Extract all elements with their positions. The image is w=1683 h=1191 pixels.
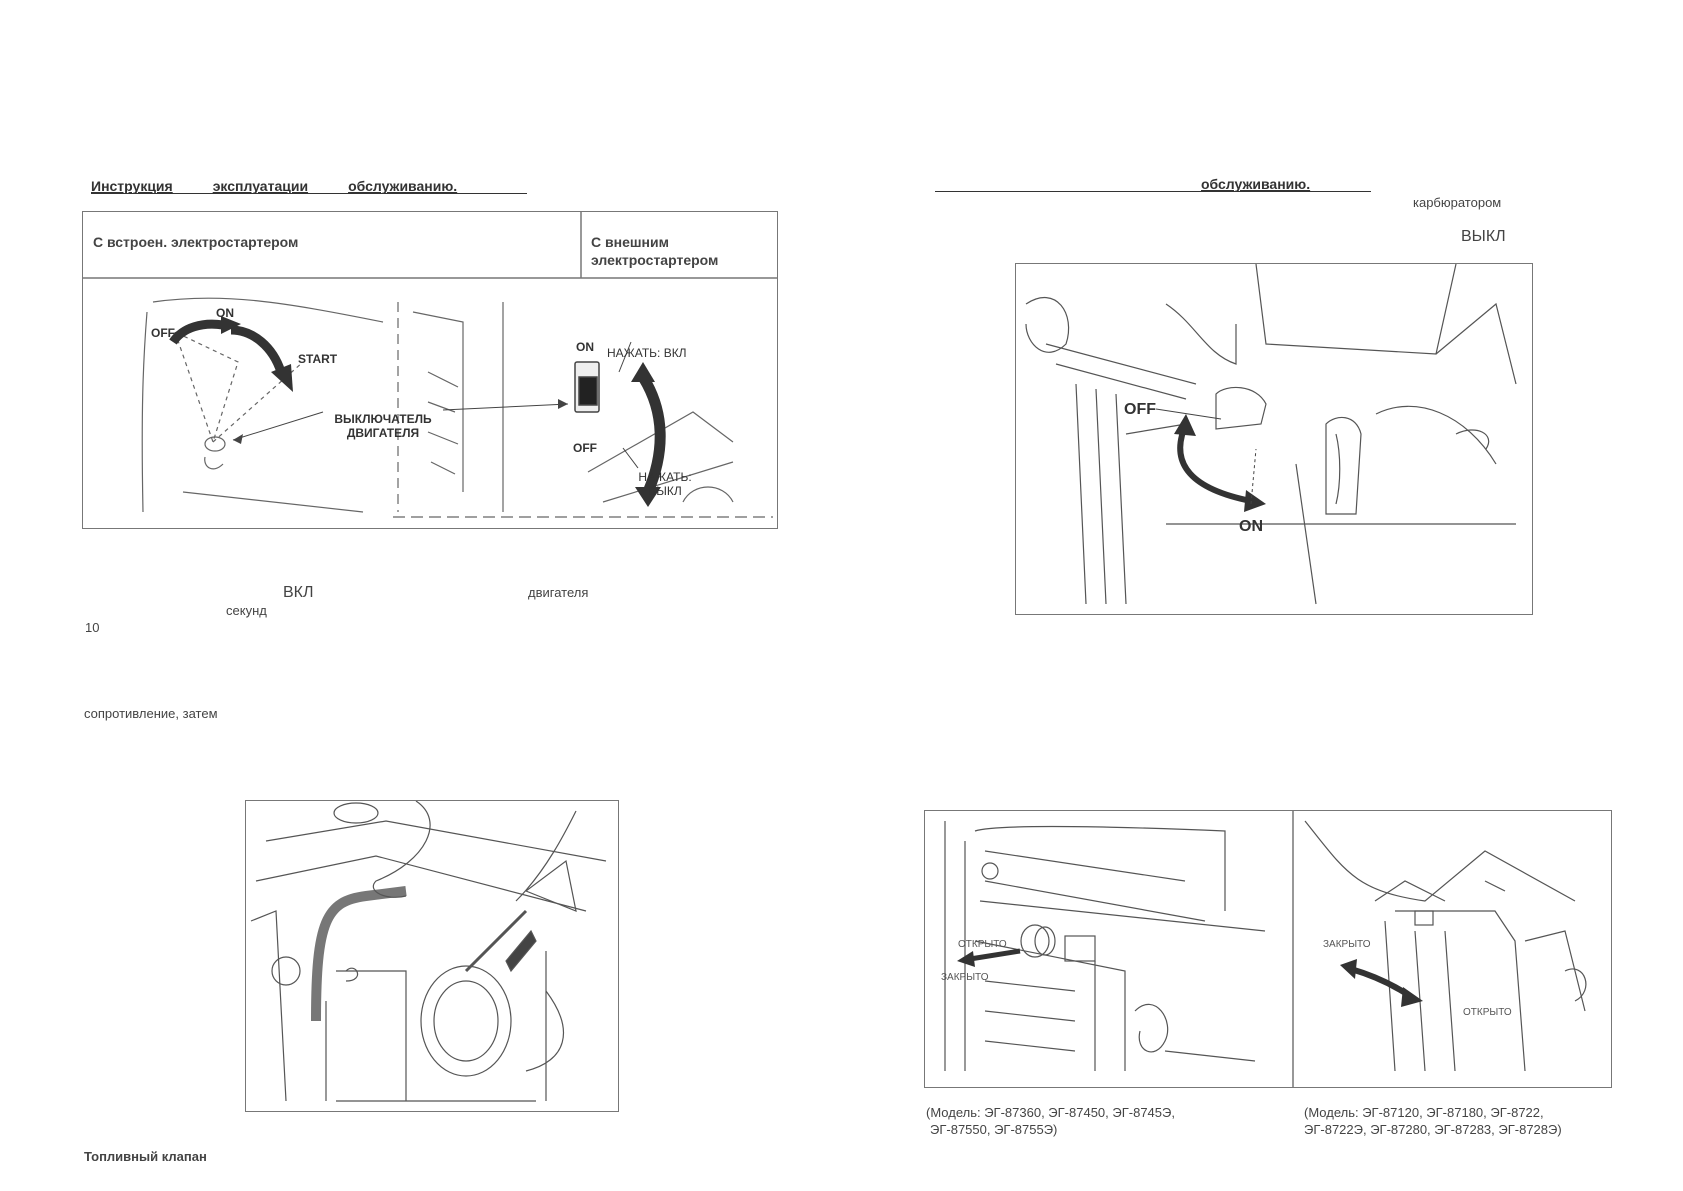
fig1-switch-label: ВЫКЛЮЧАТЕЛЬ ДВИГАТЕЛЯ — [334, 412, 432, 440]
engine-switch-illustration — [83, 212, 777, 518]
fuel-valve-positions-figure: ОТКРЫТО ЗАКРЫТО ЗАКРЫТО ОТКРЫТО — [924, 810, 1612, 1088]
caption-left-models: (Модель: ЭГ-87360, ЭГ-87450, ЭГ-8745Э, Э… — [926, 1104, 1175, 1138]
caption-right-line1: (Модель: ЭГ-87120, ЭГ-87180, ЭГ-8722, — [1304, 1105, 1544, 1120]
fig3-caption: Топливный клапан — [84, 1149, 207, 1164]
caption-right-line2: ЭГ-8722Э, ЭГ-87280, ЭГ-87283, ЭГ-8728Э) — [1304, 1122, 1562, 1137]
text-dvigatelya: двигателя — [528, 585, 589, 600]
header-word-3: обслуживанию. — [348, 178, 458, 194]
text-carb: карбюратором — [1413, 195, 1502, 210]
text-sekund: секунд — [226, 603, 267, 618]
fig5-right-closed-label: ЗАКРЫТО — [1323, 939, 1371, 950]
fig2-off-label: OFF — [573, 441, 597, 455]
caption-left-line1: (Модель: ЭГ-87360, ЭГ-87450, ЭГ-8745Э, — [926, 1105, 1175, 1120]
fig1-start-label: START — [298, 352, 338, 366]
fig1-on-label: ON — [216, 306, 234, 320]
left-page-header: Инструкция эксплуатации обслуживанию. — [91, 178, 457, 194]
right-header-rule — [935, 191, 1371, 192]
fig5-left-closed-label: ЗАКРЫТО — [941, 972, 989, 983]
fig2-press-off-label: НАЖАТЬ: ВЫКЛ — [638, 470, 692, 498]
choke-figure: OFF ON — [1015, 263, 1533, 615]
fig5-right-open-label: ОТКРЫТО — [1463, 1007, 1512, 1018]
fig1-off-label: OFF — [151, 326, 175, 340]
header-word-1: Инструкция — [91, 178, 173, 194]
right-page-header: обслуживанию. — [1201, 176, 1311, 192]
fuel-valve-positions-illustration — [944, 811, 1587, 1087]
caption-right-models: (Модель: ЭГ-87120, ЭГ-87180, ЭГ-8722, ЭГ… — [1304, 1104, 1562, 1138]
fig5-left-open-label: ОТКРЫТО — [958, 939, 1007, 950]
caption-left-line2: ЭГ-87550, ЭГ-8755Э) — [930, 1122, 1058, 1137]
text-resistance: сопротивление, затем — [84, 706, 218, 721]
fig2-on-label: ON — [576, 340, 594, 354]
col2-title: С внешним электростартером — [591, 234, 719, 268]
text-vkl: ВКЛ — [283, 584, 314, 601]
engine-switch-table: С встроен. электростартером С внешним эл… — [82, 211, 778, 529]
fuel-valve-illustration — [250, 801, 607, 1102]
text-vykl: ВЫКЛ — [1461, 228, 1506, 245]
header-word-2: эксплуатации — [212, 178, 309, 194]
choke-illustration — [1025, 264, 1517, 605]
left-header-rule — [91, 193, 527, 194]
fuel-valve-figure — [245, 800, 619, 1112]
fig4-on-label: ON — [1239, 518, 1263, 535]
col1-title: С встроен. электростартером — [93, 234, 299, 250]
fig4-off-label: OFF — [1124, 401, 1156, 418]
text-ten: 10 — [85, 620, 100, 635]
fig2-press-on-label: НАЖАТЬ: ВКЛ — [607, 346, 687, 360]
